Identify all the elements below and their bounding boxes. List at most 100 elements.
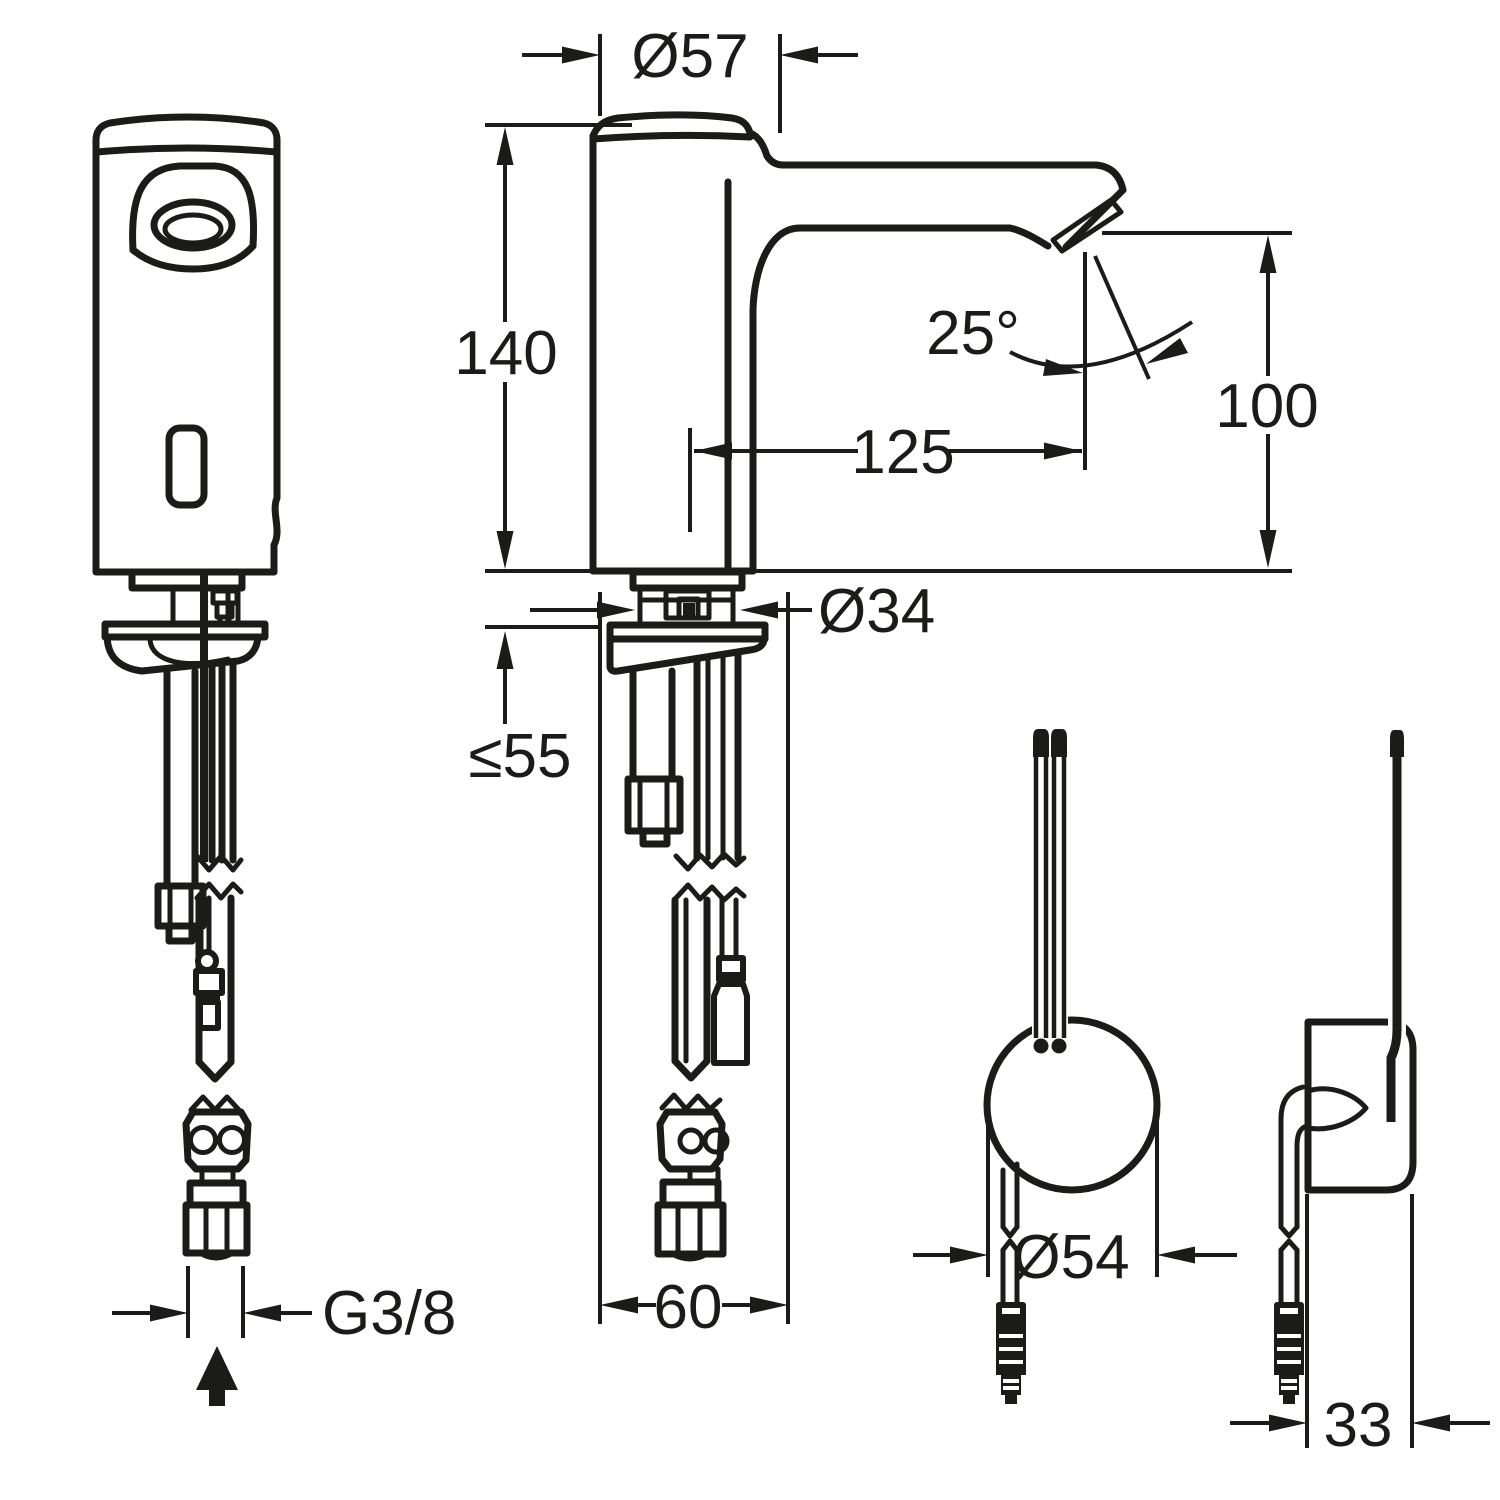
front-body-outline bbox=[92, 113, 281, 576]
front-break-upper bbox=[194, 853, 244, 873]
d33-arrow-right bbox=[1412, 1414, 1450, 1432]
control-cable-down bbox=[1000, 1161, 1020, 1230]
d125-arrow-right bbox=[1044, 442, 1082, 460]
d125-arrow-left bbox=[694, 442, 732, 460]
plug2-tip bbox=[1283, 1395, 1295, 1404]
side-spout-top bbox=[779, 161, 1127, 194]
dim-spout-cap-diameter: Ø57 bbox=[522, 22, 858, 133]
d60-arrow-left bbox=[600, 1296, 638, 1314]
dim-shank-diameter: Ø34 bbox=[530, 577, 935, 646]
side-hose-lower bbox=[671, 896, 711, 1065]
d60-arrow-right bbox=[750, 1296, 788, 1314]
dim-spout-reach: 125 bbox=[688, 418, 1082, 532]
d54-extension-lines bbox=[986, 1122, 1159, 1277]
side-nut-facets bbox=[675, 1202, 703, 1257]
d140-arrow-top bbox=[496, 127, 514, 165]
front-g38-nut-facets bbox=[203, 1202, 230, 1256]
plug1-mid-ribs bbox=[1003, 1379, 1019, 1390]
side-fitting-break bbox=[659, 1092, 723, 1112]
side-spout-shoulder bbox=[746, 129, 787, 169]
front-sensor-cable-upper bbox=[200, 574, 208, 862]
front-coupling-tail bbox=[165, 922, 196, 945]
side-aerator bbox=[1050, 197, 1124, 254]
front-pipe bbox=[163, 667, 199, 890]
side-coupling-facets bbox=[637, 776, 670, 834]
dim-label-inlet-thread: G3/8 bbox=[322, 1279, 456, 1348]
plug2-cap-band bbox=[1279, 1314, 1299, 1323]
front-cable-lower bbox=[198, 895, 212, 953]
side-flange-wedge bbox=[606, 635, 768, 675]
side-flange-plate bbox=[606, 621, 769, 643]
front-fitting-hole-left bbox=[188, 1125, 218, 1155]
dim-label-faucet-height: 140 bbox=[454, 319, 557, 388]
control-cable-down2 bbox=[1000, 1247, 1020, 1310]
d100-arrow-bottom bbox=[1259, 530, 1277, 568]
front-fitting-hole-right bbox=[217, 1125, 247, 1155]
front-base-block bbox=[128, 568, 246, 592]
side-cartridge-inner bbox=[676, 596, 701, 621]
side-nut-body bbox=[654, 1201, 727, 1258]
side-cap-seam bbox=[589, 131, 754, 143]
plug2-mid bbox=[1279, 1375, 1299, 1395]
box-cable bbox=[1386, 757, 1402, 1122]
control-box-clip bbox=[1305, 1086, 1369, 1132]
dim-label-spout-reach: 125 bbox=[851, 418, 954, 487]
front-hose-upper bbox=[208, 659, 237, 864]
front-fitting-body bbox=[182, 1108, 252, 1173]
dim-outlet-height: 100 bbox=[1102, 231, 1319, 568]
side-hose-end-cut bbox=[671, 1057, 711, 1082]
front-cap-seam bbox=[93, 144, 280, 156]
front-g38-nut-body bbox=[182, 1201, 251, 1257]
dim-spray-angle: 25° bbox=[926, 252, 1194, 470]
box-hose-inner bbox=[1294, 1123, 1310, 1230]
dim-label-control-unit-depth: 33 bbox=[1324, 1391, 1393, 1460]
dim-label-spray-angle: 25° bbox=[926, 299, 1020, 368]
d100-arrow-top bbox=[1259, 235, 1277, 273]
front-sensor-window bbox=[165, 424, 208, 509]
g38-arrow-right bbox=[243, 1304, 281, 1322]
d57-arrow-right bbox=[780, 46, 818, 64]
front-flange-plate bbox=[101, 620, 269, 641]
inlet-direction-arrow bbox=[196, 1346, 238, 1406]
front-plug-body bbox=[197, 999, 221, 1031]
plug1-mid bbox=[1001, 1375, 1021, 1395]
front-spout-hood bbox=[129, 162, 258, 254]
dim-inlet-thread: G3/8 bbox=[112, 1266, 456, 1406]
front-view-faucet bbox=[92, 113, 281, 1261]
side-hose-upper bbox=[693, 651, 742, 862]
front-coupling-facets bbox=[167, 883, 194, 929]
control-unit-front-view bbox=[983, 729, 1161, 1404]
side-pipe bbox=[629, 667, 676, 783]
dim-max-deck-thickness: ≤55 bbox=[469, 625, 598, 791]
front-plug-top bbox=[193, 968, 225, 996]
angle-arc bbox=[1009, 320, 1194, 369]
d54-arrow-right bbox=[1157, 1246, 1195, 1264]
d57-extension-lines bbox=[598, 34, 782, 133]
d33-arrow-left bbox=[1269, 1414, 1307, 1432]
side-fitting-hole-left bbox=[677, 1127, 705, 1155]
plug1-cap-band bbox=[1001, 1314, 1021, 1323]
side-break-lower bbox=[673, 882, 747, 903]
d57-arrow-left bbox=[562, 46, 600, 64]
front-spout-hood-bottom bbox=[129, 242, 257, 273]
g38-arrow-left bbox=[150, 1304, 188, 1322]
control-cable-break bbox=[1000, 1224, 1020, 1253]
side-break-upper bbox=[673, 851, 747, 872]
plug1-ribs bbox=[999, 1334, 1023, 1364]
front-cable-ring bbox=[195, 949, 219, 973]
dim-label-shank-diameter: Ø34 bbox=[818, 577, 935, 646]
d54-arrow-left bbox=[950, 1246, 988, 1264]
front-g38-nut-arc bbox=[197, 1250, 236, 1261]
d60-extension-lines bbox=[598, 592, 790, 1324]
d55-arrow-up bbox=[496, 631, 514, 669]
cable-left-dot bbox=[1033, 1038, 1049, 1054]
angle-arrow-left bbox=[1043, 359, 1083, 376]
side-nut-arc bbox=[669, 1251, 710, 1262]
side-coupling-nut bbox=[624, 775, 684, 835]
dim-label-max-deck-thickness: ≤55 bbox=[469, 722, 572, 791]
cable-left-tip bbox=[1033, 729, 1049, 757]
cable-left-lines bbox=[1033, 757, 1049, 1038]
dim-label-control-unit-diameter: Ø54 bbox=[1012, 1223, 1129, 1292]
side-coupling-tail bbox=[639, 827, 671, 848]
